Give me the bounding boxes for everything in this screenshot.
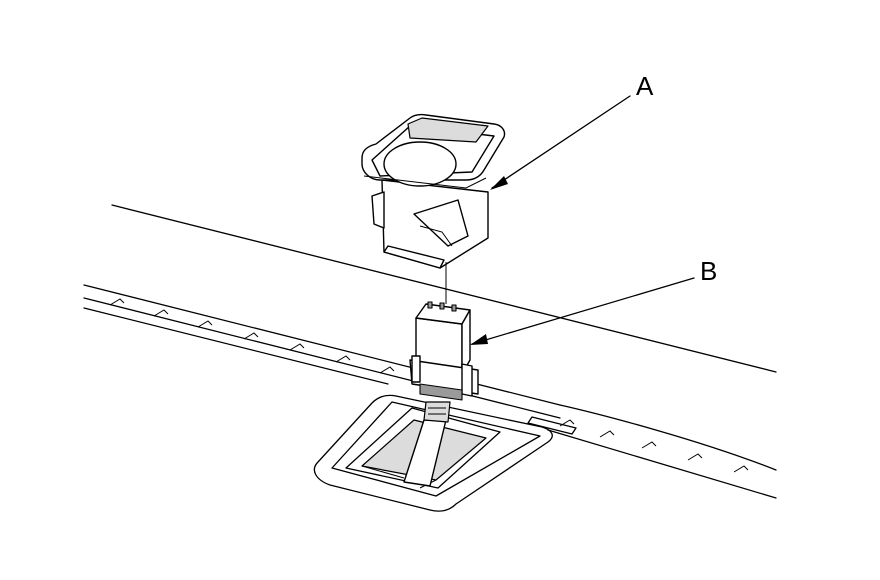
- callout-label-a: A: [636, 71, 654, 101]
- panel-upper-edge: [111, 204, 777, 373]
- leader-line-b: [470, 277, 695, 345]
- leader-line-a: [490, 95, 631, 190]
- trim-panel: [83, 284, 777, 499]
- connector-b: [409, 301, 479, 401]
- callout-label-b: B: [700, 256, 717, 286]
- wire-harness: [403, 401, 451, 487]
- switch-a: [361, 113, 506, 269]
